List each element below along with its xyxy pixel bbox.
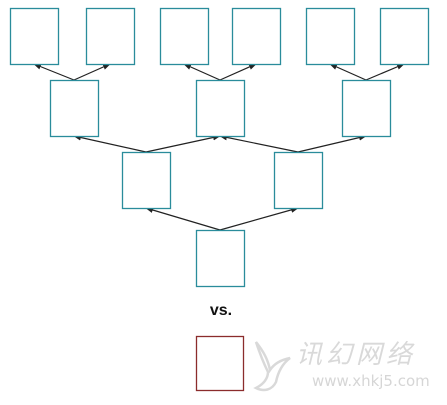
arrow-l1-right-to-l2-c	[297, 134, 367, 153]
arrow-l2-a-to-l3-1	[33, 63, 75, 81]
arrow-l2-a-to-l3-2	[73, 63, 111, 81]
watermark: 讯幻网络 www.xhkj5.com	[250, 332, 445, 398]
arrow-l1-right-to-l2-b	[219, 134, 299, 153]
tree-node-l3-5	[305, 7, 356, 66]
bird-logo-icon	[253, 341, 291, 392]
tree-node-l3-1	[9, 7, 60, 66]
tree-node-l2-b	[195, 79, 246, 138]
arrow-root-to-l1-left	[145, 207, 221, 231]
tree-node-l1-left	[121, 151, 172, 210]
tree-node-l3-4	[231, 7, 282, 66]
vs-label: vs.	[209, 302, 233, 319]
tree-node-l3-2	[85, 7, 136, 66]
tree-node-root	[195, 229, 246, 288]
watermark-text: 讯幻网络	[296, 340, 417, 370]
tree-node-l3-3	[159, 7, 210, 66]
arrow-l2-c-to-l3-5	[329, 63, 367, 81]
single-node	[195, 335, 245, 392]
arrow-l2-c-to-l3-6	[365, 63, 405, 81]
tree-node-l3-6	[379, 7, 430, 66]
tree-node-l1-right	[273, 151, 324, 210]
arrow-root-to-l1-right	[219, 207, 299, 231]
tree-node-l2-a	[49, 79, 100, 138]
watermark-url: www.xhkj5.com	[312, 372, 430, 390]
arrow-l2-b-to-l3-3	[183, 63, 221, 81]
arrow-l2-b-to-l3-4	[219, 63, 257, 81]
arrow-l1-left-to-l2-b	[145, 134, 221, 153]
arrow-l1-left-to-l2-a	[73, 134, 147, 153]
tree-node-l2-c	[341, 79, 392, 138]
